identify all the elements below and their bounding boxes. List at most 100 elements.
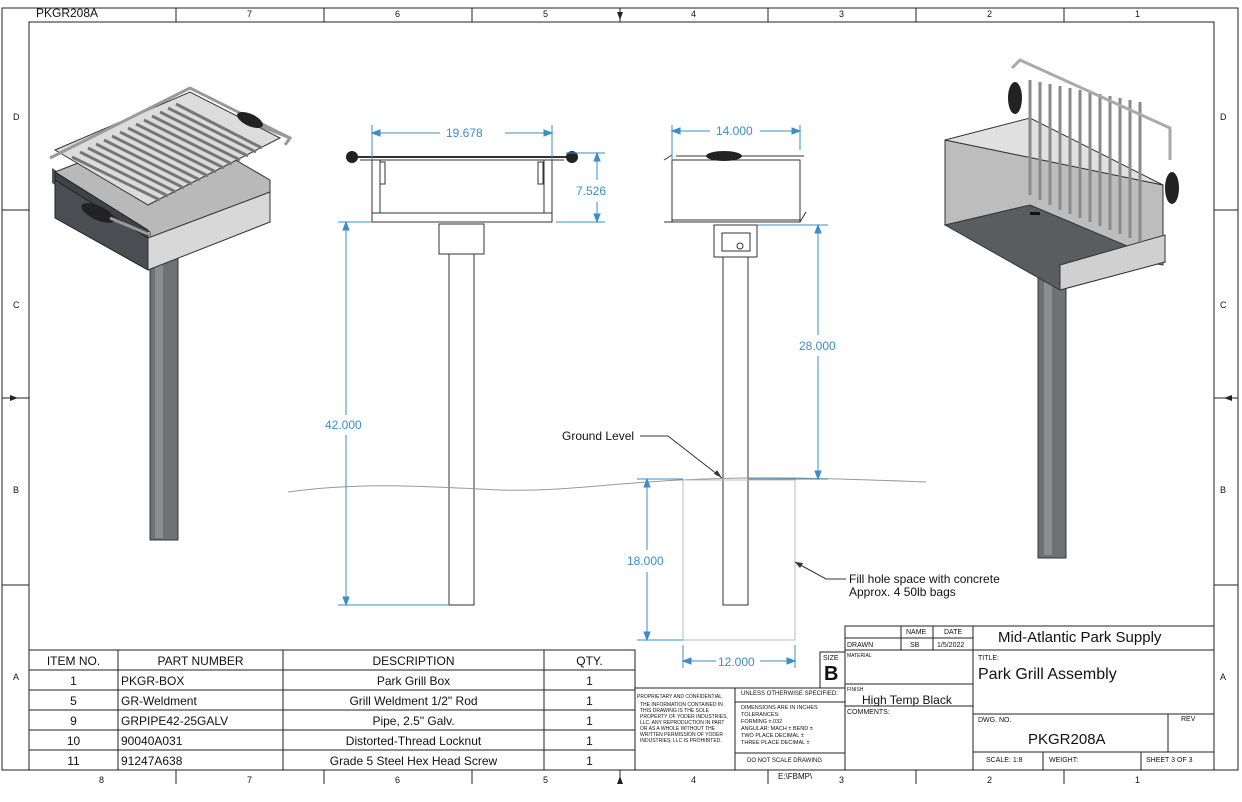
bom-cell: Grade 5 Steel Hex Head Screw [329, 754, 498, 768]
zone-label: D [13, 112, 20, 122]
bom-header-item: ITEM NO. [46, 654, 101, 668]
fill-note-leader [794, 561, 846, 580]
material-label: MATERIAL [847, 653, 872, 659]
dim-front-width: 19.678 [446, 126, 483, 140]
zone-label: 1 [1135, 9, 1141, 19]
bom-cell: 90040A031 [121, 734, 183, 748]
unless-specified-label: UNLESS OTHERWISE SPECIFIED: [741, 691, 838, 697]
bom-cell: 5 [70, 694, 77, 708]
title-label: TITLE: [978, 655, 1000, 662]
size-value: B [824, 663, 839, 685]
tolerance-line: DIMENSIONS ARE IN INCHES [741, 705, 818, 711]
tolerance-line: TWO PLACE DECIMAL ± [741, 733, 804, 739]
bom-cell: 91247A638 [121, 754, 183, 768]
zone-label: 5 [543, 775, 549, 785]
side-view [663, 151, 807, 606]
bom-cell: 1 [586, 674, 593, 688]
bom-cell: 1 [586, 714, 593, 728]
ground-level-leader [640, 435, 723, 479]
finish-value: High Temp Black [862, 693, 952, 707]
bom-cell: 1 [586, 734, 593, 748]
zone-label: 7 [247, 775, 253, 785]
bom-cell: PKGR-BOX [121, 674, 185, 688]
zone-label: C [1220, 300, 1227, 310]
zone-label: 2 [987, 775, 993, 785]
finish-label: FINISH [847, 687, 864, 693]
bom-cell: 1 [586, 754, 593, 768]
zone-label: 4 [691, 775, 697, 785]
zone-label: 5 [543, 9, 549, 19]
zone-label: 6 [395, 775, 401, 785]
zone-label: 3 [839, 9, 845, 19]
bom-cell: Grill Weldment 1/2" Rod [349, 694, 478, 708]
rev-label: REV [1181, 716, 1196, 723]
dwg-no-label: DWG. NO. [978, 717, 1012, 724]
iso-view-left [49, 86, 293, 541]
scale-text: SCALE: 1:8 [986, 757, 1023, 764]
drawn-name: SB [910, 642, 920, 649]
drawn-date: 1/5/2022 [937, 642, 965, 649]
dim-hole-width: 12.000 [718, 655, 755, 669]
dimension-lines [338, 125, 828, 668]
bom-cell: Park Grill Box [376, 674, 451, 688]
sheet-number: SHEET 3 OF 3 [1146, 757, 1193, 764]
zone-label: B [13, 485, 20, 495]
dim-overall-height: 42.000 [325, 418, 362, 432]
bom-header-qty: QTY. [576, 654, 603, 668]
zone-label: C [13, 300, 20, 310]
ground-level-label: Ground Level [562, 429, 635, 443]
zone-label: D [1220, 112, 1227, 122]
corner-drawing-id: PKGR208A [36, 6, 99, 20]
zone-label: A [13, 672, 20, 682]
tolerance-line: TOLERANCES: [741, 712, 780, 718]
bom-grid [28, 649, 636, 771]
zone-label: 4 [691, 9, 697, 19]
tolerance-line: FORMING ±.032 [741, 719, 783, 725]
zone-label: 1 [1135, 775, 1141, 785]
tolerance-line: THREE PLACE DECIMAL ± [741, 740, 810, 746]
bom-cell: 9 [70, 714, 77, 728]
name-label: NAME [906, 629, 927, 636]
title-block-grid [634, 625, 1215, 771]
zone-label: B [1220, 485, 1227, 495]
do-not-scale-note: DO NOT SCALE DRAWING [747, 758, 823, 764]
zone-label: 8 [99, 775, 105, 785]
file-path: E:\FBMP\ [778, 772, 813, 781]
dim-box-height: 7.526 [576, 184, 607, 198]
bom-cell: Pipe, 2.5" Galv. [372, 714, 455, 728]
zone-label: 2 [987, 9, 993, 19]
center-arrows [10, 12, 1232, 784]
fill-note-line1: Fill hole space with concrete [849, 572, 1000, 586]
bom-cell: 1 [70, 674, 77, 688]
size-label: SIZE [823, 655, 839, 662]
iso-view-right [943, 58, 1179, 559]
bom-cell: 1 [586, 694, 593, 708]
zone-label: 7 [247, 9, 253, 19]
company-name: Mid-Atlantic Park Supply [998, 629, 1162, 646]
bom-cell: 10 [66, 734, 81, 748]
bom-header-description: DESCRIPTION [372, 654, 455, 668]
zone-label: 3 [839, 775, 845, 785]
bom-cell: 11 [67, 754, 80, 768]
bom-cell: GR-Weldment [121, 694, 197, 708]
proprietary-text: THE INFORMATION CONTAINED IN THIS DRAWIN… [640, 702, 728, 744]
date-label: DATE [944, 629, 963, 636]
tolerance-line: ANGULAR: MACH ± BEND ± [741, 726, 813, 732]
dim-burial-depth: 18.000 [627, 554, 664, 568]
drawing-number: PKGR208A [1028, 731, 1106, 748]
zone-label: A [1220, 672, 1227, 682]
bom-cell: GRPIPE42-25GALV [121, 714, 229, 728]
ground-line [287, 477, 927, 493]
proprietary-title: PROPRIETARY AND CONFIDENTIAL [637, 694, 723, 700]
zone-label: 6 [395, 9, 401, 19]
bom-header-part: PART NUMBER [157, 654, 244, 668]
drawing-title: Park Grill Assembly [978, 666, 1117, 683]
front-view [346, 151, 578, 606]
dim-above-ground: 28.000 [799, 339, 836, 353]
fill-note-line2: Approx. 4 50lb bags [849, 585, 956, 599]
drawn-label: DRAWN [847, 642, 874, 649]
dim-side-width: 14.000 [716, 124, 753, 138]
weight-label: WEIGHT: [1049, 757, 1079, 764]
